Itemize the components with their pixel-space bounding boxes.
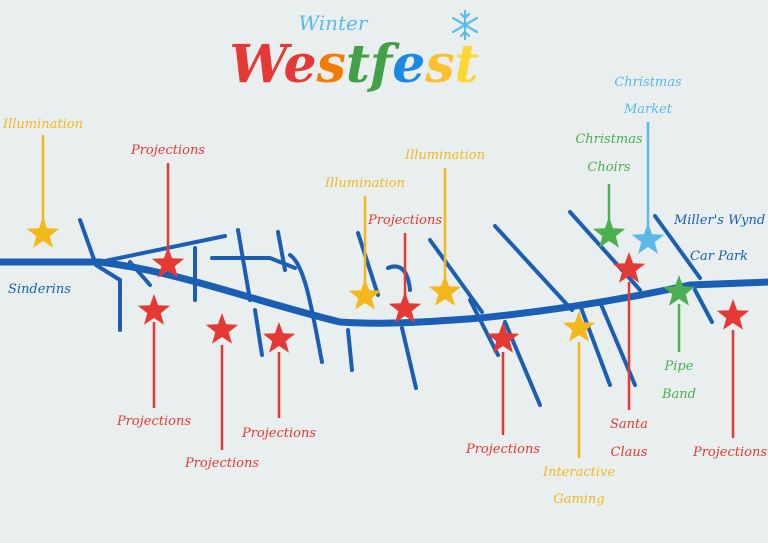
star-icon xyxy=(388,292,422,323)
label-projections: Projections xyxy=(130,143,205,158)
side-road xyxy=(428,238,484,314)
title: Winter Westfest xyxy=(229,9,479,95)
attraction-labels: Illumination Projections Projections Pro… xyxy=(2,75,767,507)
snowflake-icon xyxy=(451,9,479,41)
side-road xyxy=(98,234,227,264)
title-westfest: Westfest xyxy=(229,34,478,95)
label-christmas-choirs-line1: Christmas xyxy=(575,132,643,147)
star-icon xyxy=(612,252,646,283)
label-illumination: Illumination xyxy=(404,148,485,163)
side-road xyxy=(468,298,500,357)
side-road xyxy=(346,328,354,372)
star-icon xyxy=(26,217,60,248)
side-road xyxy=(78,218,122,282)
markers xyxy=(26,217,750,353)
star-icon xyxy=(205,313,239,344)
side-road xyxy=(288,253,324,364)
title-letter: s xyxy=(424,34,454,95)
label-sinderins: Sinderins xyxy=(8,282,71,297)
star-icon xyxy=(151,247,185,278)
label-car-park-line2: Car Park xyxy=(690,249,748,264)
side-road xyxy=(210,256,297,270)
title-letter: e xyxy=(392,34,425,95)
label-projections: Projections xyxy=(116,414,191,429)
star-icon xyxy=(137,294,171,325)
label-christmas-market-line2: Market xyxy=(623,102,673,117)
label-interactive-gaming-line1: Interactive xyxy=(542,465,615,480)
label-santa-claus-line1: Santa xyxy=(610,417,648,432)
title-winter: Winter xyxy=(299,11,369,35)
star-icon xyxy=(662,275,696,306)
side-road xyxy=(568,210,642,292)
label-illumination: Illumination xyxy=(324,176,405,191)
label-pipe-band-line1: Pipe xyxy=(664,359,694,374)
side-road xyxy=(236,228,252,302)
title-letter: W xyxy=(229,34,292,95)
label-car-park-line1: Miller's Wynd xyxy=(673,213,765,228)
side-road xyxy=(493,224,574,312)
label-christmas-market-line1: Christmas xyxy=(614,75,682,90)
side-road xyxy=(693,288,714,324)
star-icon xyxy=(562,311,596,342)
title-letter: s xyxy=(316,34,346,95)
star-icon xyxy=(428,275,462,306)
label-projections: Projections xyxy=(465,442,540,457)
title-letter: e xyxy=(283,34,316,95)
label-christmas-choirs-line2: Choirs xyxy=(587,160,631,175)
pointer-lines xyxy=(41,122,735,458)
side-road xyxy=(386,264,412,292)
label-interactive-gaming-line2: Gaming xyxy=(553,492,604,507)
label-projections: Projections xyxy=(692,445,767,460)
side-road xyxy=(276,230,287,272)
side-road xyxy=(356,231,380,297)
roads xyxy=(0,210,768,407)
star-icon xyxy=(486,322,520,353)
label-projections: Projections xyxy=(367,213,442,228)
label-projections: Projections xyxy=(241,426,316,441)
label-illumination: Illumination xyxy=(2,117,83,132)
title-letter: t xyxy=(455,34,479,95)
star-icon xyxy=(592,217,626,248)
star-icon xyxy=(348,279,382,310)
star-icon xyxy=(716,299,750,330)
side-road xyxy=(400,326,418,390)
star-icon xyxy=(631,223,665,254)
side-road xyxy=(253,308,264,357)
label-pipe-band-line2: Band xyxy=(661,387,696,402)
side-road xyxy=(578,303,612,387)
label-projections: Projections xyxy=(184,456,259,471)
side-road xyxy=(128,260,152,287)
place-labels: Sinderins Miller's Wynd Car Park xyxy=(8,213,765,297)
side-road xyxy=(653,214,702,280)
title-letter: t xyxy=(346,34,370,95)
label-santa-claus-line2: Claus xyxy=(611,445,648,460)
star-icon xyxy=(262,322,296,353)
